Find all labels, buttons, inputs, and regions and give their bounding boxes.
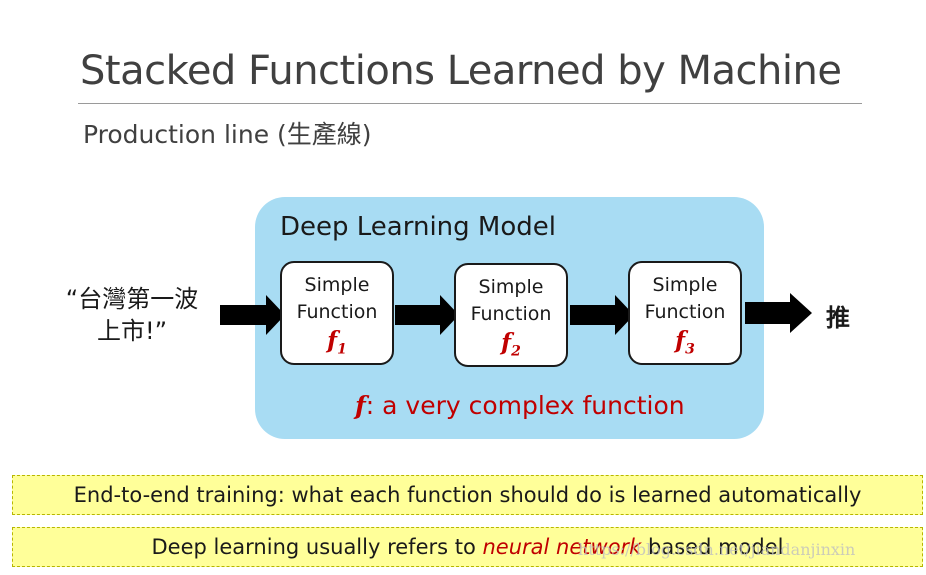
banner-neural-network: Deep learning usually refers to neural n… (12, 527, 923, 567)
banner-end-to-end: End-to-end training: what each function … (12, 475, 923, 515)
arrow-f1-to-f2 (395, 295, 459, 335)
function-box-1: Simple Function f1 (280, 261, 394, 365)
function-1-line1: Simple (304, 274, 370, 296)
function-2-symbol: f2 (501, 329, 521, 360)
composite-function-caption: f: a very complex function (355, 391, 685, 420)
watermark: https://blog.csdn.net/jiandanjinxin (578, 540, 856, 559)
banner-bottom-highlight: neural network (482, 535, 642, 559)
input-text: “台灣第一波 上市!” (52, 283, 212, 347)
input-line-1: “台灣第一波 (65, 285, 199, 313)
function-box-2: Simple Function f2 (454, 263, 568, 367)
arrow-f2-to-f3 (570, 295, 634, 335)
function-3-symbol: f3 (675, 327, 695, 358)
function-2-line2: Function (470, 303, 552, 325)
function-3-line1: Simple (652, 274, 718, 296)
banner-end-to-end-text: End-to-end training: what each function … (73, 483, 862, 507)
model-label: Deep Learning Model (280, 212, 556, 242)
arrow-input-to-f1 (220, 295, 285, 335)
function-1-line2: Function (296, 301, 378, 323)
function-2-line1: Simple (478, 276, 544, 298)
function-box-3: Simple Function f3 (628, 261, 742, 365)
slide-subtitle: Production line (生產線) (83, 120, 372, 149)
arrow-f3-to-output (745, 293, 812, 333)
slide-title: Stacked Functions Learned by Machine (80, 48, 842, 94)
title-divider (78, 103, 862, 104)
composite-function-text: : a very complex function (365, 391, 685, 420)
banner-bottom-pre: Deep learning usually refers to (151, 535, 483, 559)
output-text: 推 (826, 304, 850, 332)
input-line-2: 上市!” (96, 317, 168, 345)
banner-bottom-post: based model (641, 535, 784, 559)
function-1-symbol: f1 (327, 327, 347, 358)
function-3-line2: Function (644, 301, 726, 323)
composite-function-symbol: f (355, 391, 366, 420)
